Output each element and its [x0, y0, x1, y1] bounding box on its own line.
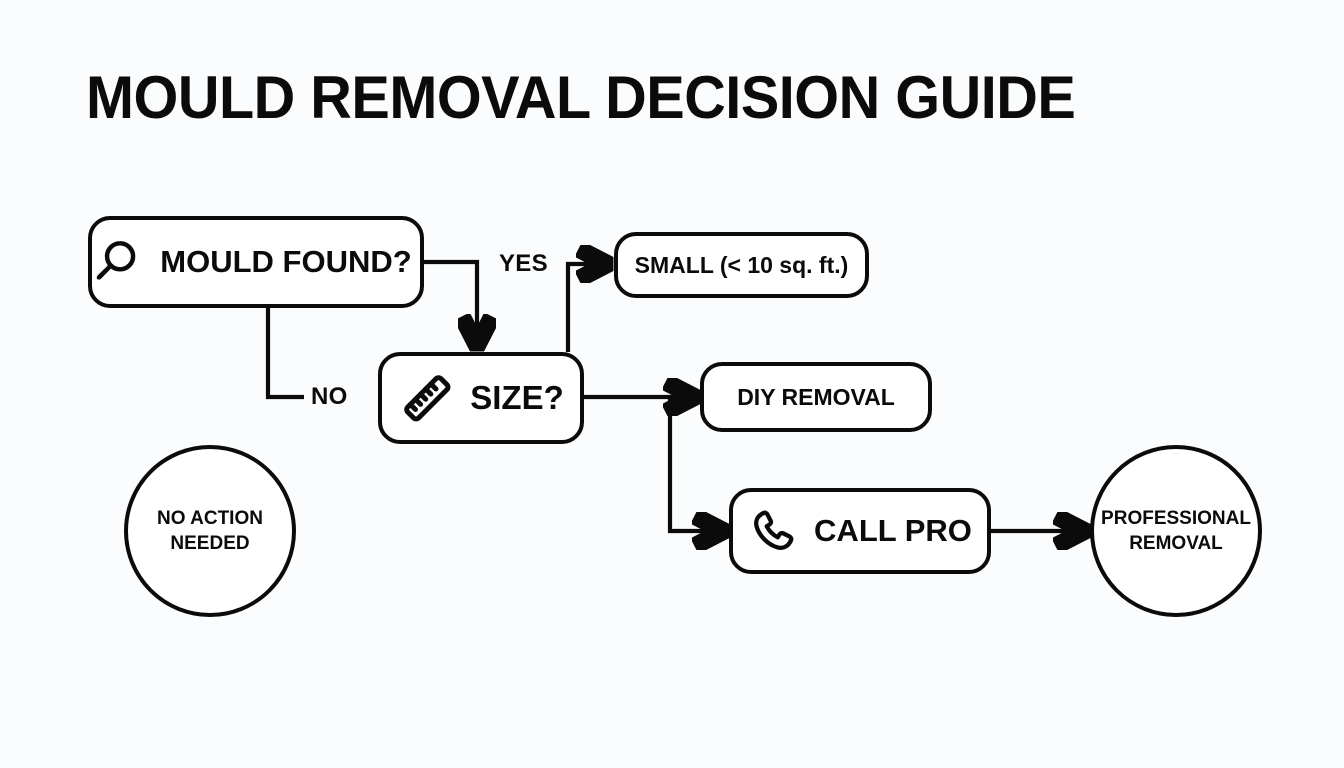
node-no-action-needed[interactable]: NO ACTION NEEDED: [124, 445, 296, 617]
node-label-diy-removal: DIY REMOVAL: [737, 383, 895, 410]
node-label-size: SIZE?: [470, 379, 564, 416]
node-call-pro[interactable]: CALL PRO: [729, 488, 991, 574]
node-label-mould-found: MOULD FOUND?: [160, 244, 412, 279]
magnifier-icon: [90, 236, 142, 288]
edge-mould-found-to-no-action: [265, 308, 304, 400]
node-label-call-pro: CALL PRO: [814, 513, 972, 548]
edge-label-no: NO: [311, 383, 348, 410]
page-title: MOULD REMOVAL DECISION GUIDE: [86, 64, 1076, 131]
phone-icon: [748, 506, 798, 556]
node-professional-removal[interactable]: PROFESSIONAL REMOVAL: [1090, 445, 1262, 617]
node-label-no-action-line-1: NO ACTION: [157, 507, 263, 529]
node-size[interactable]: SIZE?: [378, 352, 584, 444]
node-mould-found[interactable]: MOULD FOUND?: [88, 216, 424, 308]
node-diy-removal[interactable]: DIY REMOVAL: [700, 362, 932, 432]
edge-mould-found-to-size: [424, 259, 477, 345]
edge-label-yes: YES: [499, 250, 548, 277]
ruler-icon: [398, 369, 456, 427]
node-label-professional-line-2: REMOVAL: [1129, 533, 1223, 554]
node-small[interactable]: SMALL (< 10 sq. ft.): [614, 232, 869, 298]
edge-size-to-small: [565, 264, 607, 352]
node-label-small: SMALL (< 10 sq. ft.): [634, 251, 849, 278]
node-label-professional-line-1: PROFESSIONAL: [1101, 507, 1251, 529]
node-label-no-action-line-2: NEEDED: [170, 533, 250, 554]
